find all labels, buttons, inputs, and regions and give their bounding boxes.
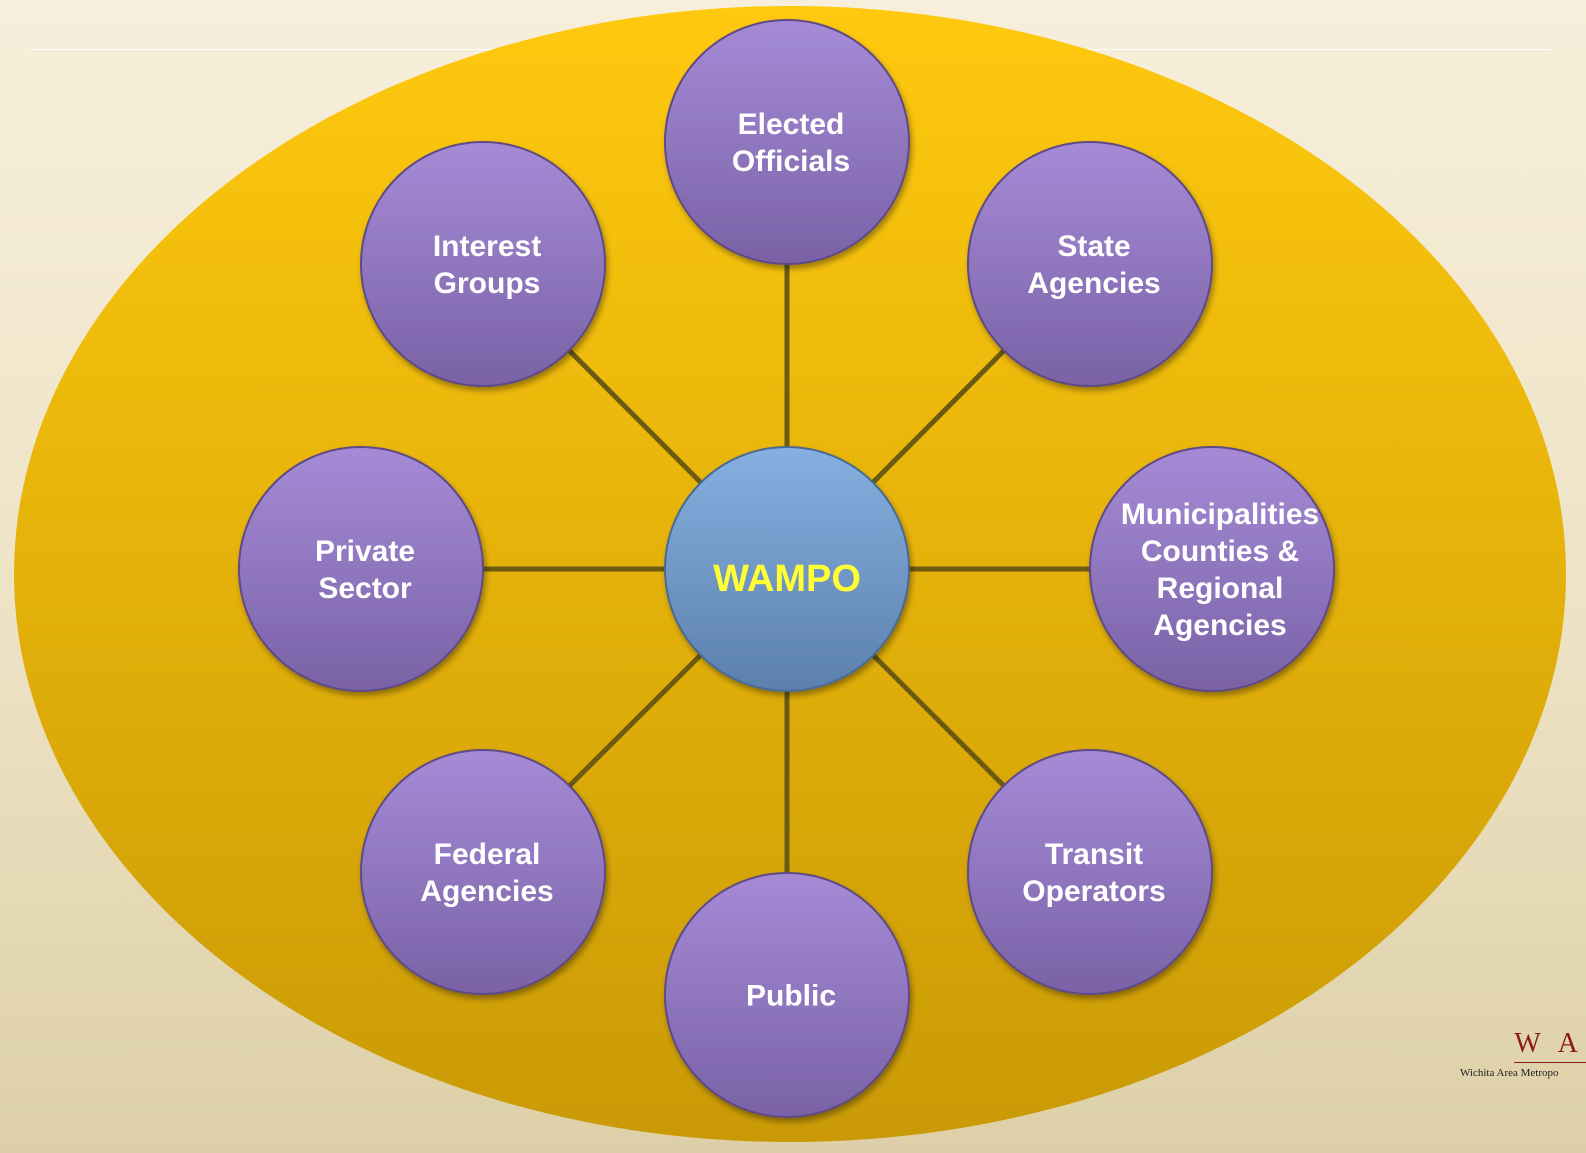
node-circle-interest-groups xyxy=(360,141,606,387)
center-circle xyxy=(664,446,910,692)
node-label-state-agencies: State xyxy=(1057,230,1130,263)
node-label-municipalities: Counties & xyxy=(1141,535,1299,568)
connector-state-agencies xyxy=(871,348,1006,485)
node-label-transit-operators: Transit xyxy=(1045,838,1143,871)
node-label-federal-agencies: Agencies xyxy=(420,875,553,908)
node-label-interest-groups: Interest xyxy=(433,230,541,263)
node-circle-private-sector xyxy=(238,446,484,692)
node-public: Public xyxy=(664,872,910,1118)
organization-logo: W A Wichita Area Metropo xyxy=(1446,1028,1586,1079)
node-group: ElectedOfficialsStateAgenciesMunicipalit… xyxy=(238,19,1335,1118)
node-circle-municipalities xyxy=(1089,446,1335,692)
node-label-public: Public xyxy=(746,980,836,1013)
node-label-interest-groups: Groups xyxy=(434,267,541,300)
node-circle-transit-operators xyxy=(967,749,1213,995)
node-label-municipalities: Municipalities xyxy=(1121,498,1319,531)
logo-subtitle: Wichita Area Metropo xyxy=(1460,1067,1559,1079)
node-label-federal-agencies: Federal xyxy=(434,838,541,871)
node-label-elected-officials: Elected xyxy=(738,108,845,141)
center-node xyxy=(664,446,910,692)
node-circle-state-agencies xyxy=(967,141,1213,387)
connector-transit-operators xyxy=(871,653,1006,788)
node-label-municipalities: Agencies xyxy=(1153,609,1286,642)
connector-federal-agencies xyxy=(567,653,703,788)
connector-lines xyxy=(483,264,1090,873)
node-label-private-sector: Private xyxy=(315,535,415,568)
node-circle-elected-officials xyxy=(664,19,910,265)
node-label-state-agencies: Agencies xyxy=(1027,267,1160,300)
center-label: WAMPO xyxy=(713,558,861,600)
logo-mark: W A xyxy=(1514,1028,1586,1063)
node-label-municipalities: Regional xyxy=(1157,572,1284,605)
node-circle-public xyxy=(664,872,910,1118)
connector-interest-groups xyxy=(567,348,703,485)
node-label-transit-operators: Operators xyxy=(1022,875,1165,908)
node-label-private-sector: Sector xyxy=(318,572,412,605)
node-circle-federal-agencies xyxy=(360,749,606,995)
node-label-elected-officials: Officials xyxy=(732,145,850,178)
